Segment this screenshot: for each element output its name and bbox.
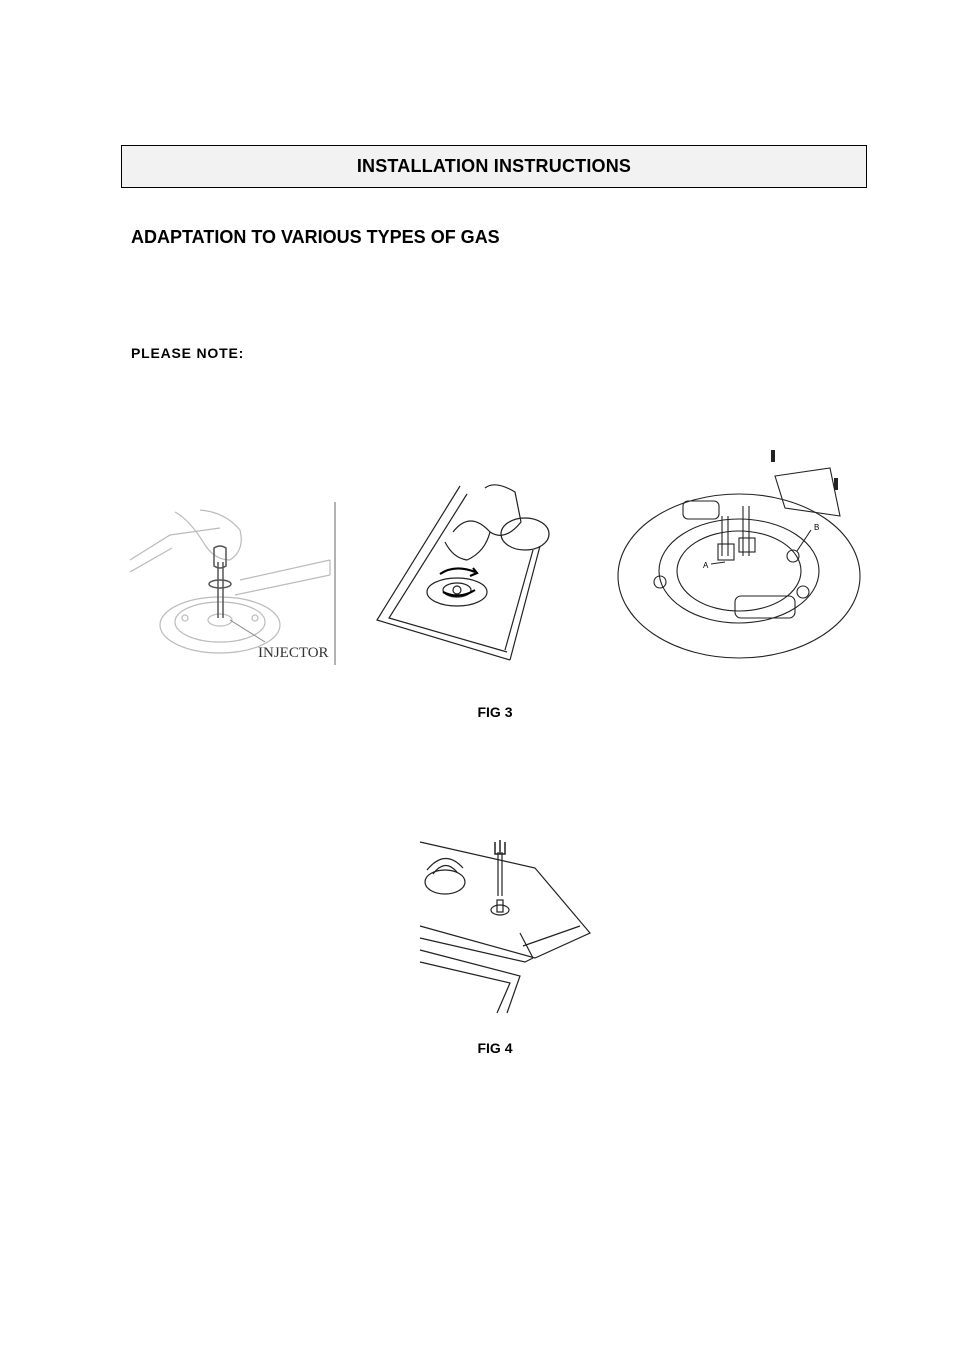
fig3-caption: FIG 3 bbox=[477, 704, 513, 720]
fig3-injector-illustration: INJECTOR bbox=[130, 500, 340, 670]
injector-label: INJECTOR bbox=[258, 645, 329, 661]
fig4-caption: FIG 4 bbox=[477, 1040, 513, 1056]
fig3-burner-illustration bbox=[375, 482, 550, 662]
fig4-tap-adjustment-illustration bbox=[415, 838, 595, 1018]
page-header-title: INSTALLATION INSTRUCTIONS bbox=[356, 156, 632, 176]
fig3-burner-base-illustration: A B bbox=[615, 446, 865, 661]
label-b: B bbox=[814, 523, 819, 532]
please-note-label: PLEASE NOTE: bbox=[131, 345, 245, 361]
label-a: A bbox=[703, 561, 709, 570]
page-header-box: INSTALLATION INSTRUCTIONS bbox=[121, 145, 867, 188]
section-title: ADAPTATION TO VARIOUS TYPES OF GAS bbox=[131, 227, 500, 247]
